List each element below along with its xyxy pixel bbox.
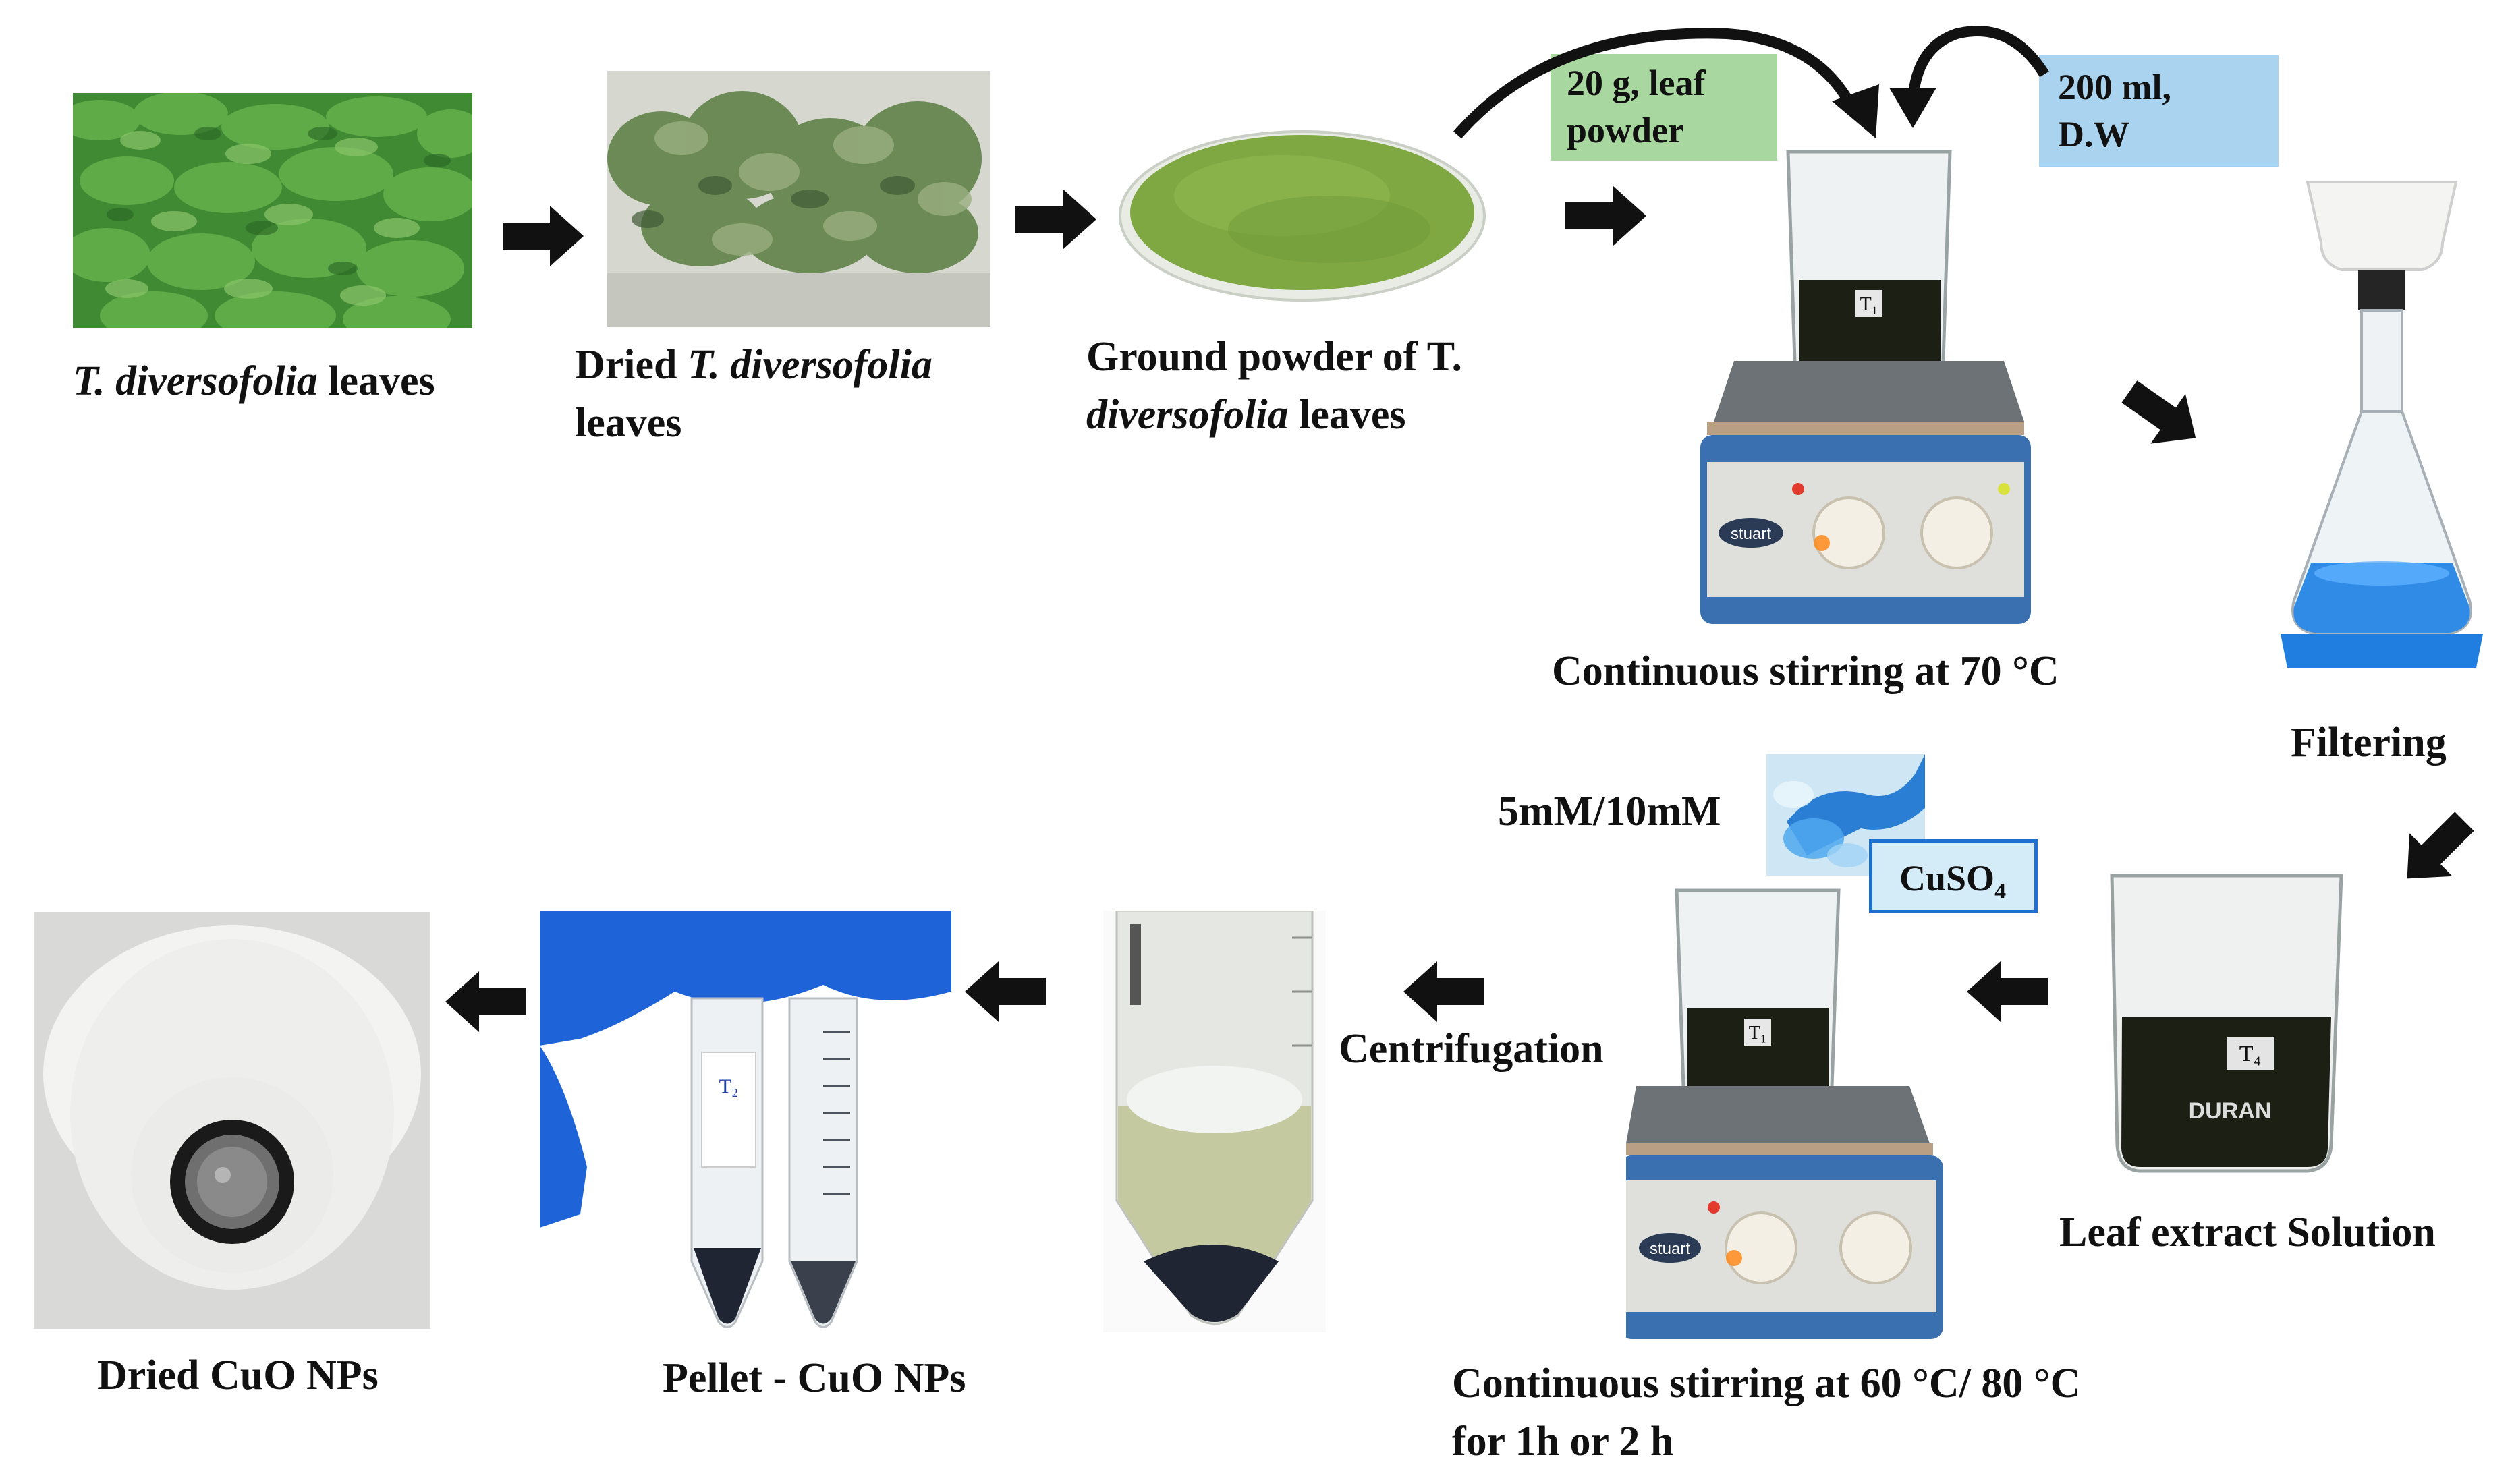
beaker1-tag: T₁: [1860, 294, 1878, 315]
centrifugation-label: Centrifugation: [1339, 1026, 1604, 1072]
dried-cuo-label: Dried CuO NPs: [97, 1352, 379, 1398]
extract-tag: T₄: [2239, 1041, 2262, 1066]
arrow-left-icon: [1403, 961, 1484, 1022]
stirring1-label: Continuous stirring at 70 °C: [1552, 648, 2059, 694]
dried-cuo-photo: [34, 912, 430, 1329]
concentration-label: 5mM/10mM: [1498, 789, 1721, 834]
arrow-left-icon: [1967, 961, 2048, 1022]
ground-powder-photo: [1107, 115, 1498, 310]
extract-brand: DURAN: [2189, 1098, 2272, 1124]
leaf-extract-photo: T₄ DURAN: [2092, 862, 2355, 1178]
stirring-setup-photo-1: T₁ stuart: [1687, 138, 2044, 627]
arrow-left-icon: [965, 961, 1046, 1022]
arrow-down-left-icon: [2392, 809, 2480, 890]
arrow-right-icon: [1565, 186, 1646, 246]
curved-arrow-icon: [1876, 20, 2051, 128]
centrifuge-tube-photo: [1103, 911, 1326, 1332]
pellet-tubes-photo: T₂: [540, 911, 951, 1334]
leaves-label: T. diversofolia leaves: [73, 358, 435, 404]
cuso4-box: CuSO4: [1869, 839, 2038, 913]
stirrer-brand-1: stuart: [1731, 525, 1771, 543]
ground-powder-label: Ground powder of T. diversofolia leaves: [1086, 334, 1463, 438]
arrow-down-right-icon: [2119, 374, 2206, 455]
leaf-powder-box: 20 g, leaf powder: [1551, 54, 1777, 161]
pellet-label: Pellet - CuO NPs: [663, 1355, 966, 1401]
water-box: 200 ml, D.W: [2039, 55, 2279, 167]
curved-arrow-icon: [1444, 13, 1889, 148]
tube-tag: T₂: [719, 1075, 739, 1097]
filtering-label: Filtering: [2291, 720, 2447, 766]
filter-flask-photo: [2274, 169, 2490, 687]
arrow-right-icon: [503, 206, 584, 266]
stirrer-brand-2: stuart: [1650, 1240, 1690, 1258]
stirring-setup-photo-2: T₁ stuart: [1626, 884, 1984, 1342]
arrow-left-icon: [445, 971, 526, 1032]
beaker2-tag: T₁: [1749, 1023, 1767, 1044]
dried-leaves-photo: [607, 71, 990, 327]
arrow-right-icon: [1015, 189, 1096, 250]
stirring2-label: Continuous stirring at 60 °C/ 80 °C for …: [1452, 1361, 2081, 1464]
plants-photo: [73, 93, 472, 328]
leaf-extract-label: Leaf extract Solution: [2059, 1209, 2436, 1255]
dried-leaves-label: Dried T. diversofolia leaves: [575, 342, 932, 446]
